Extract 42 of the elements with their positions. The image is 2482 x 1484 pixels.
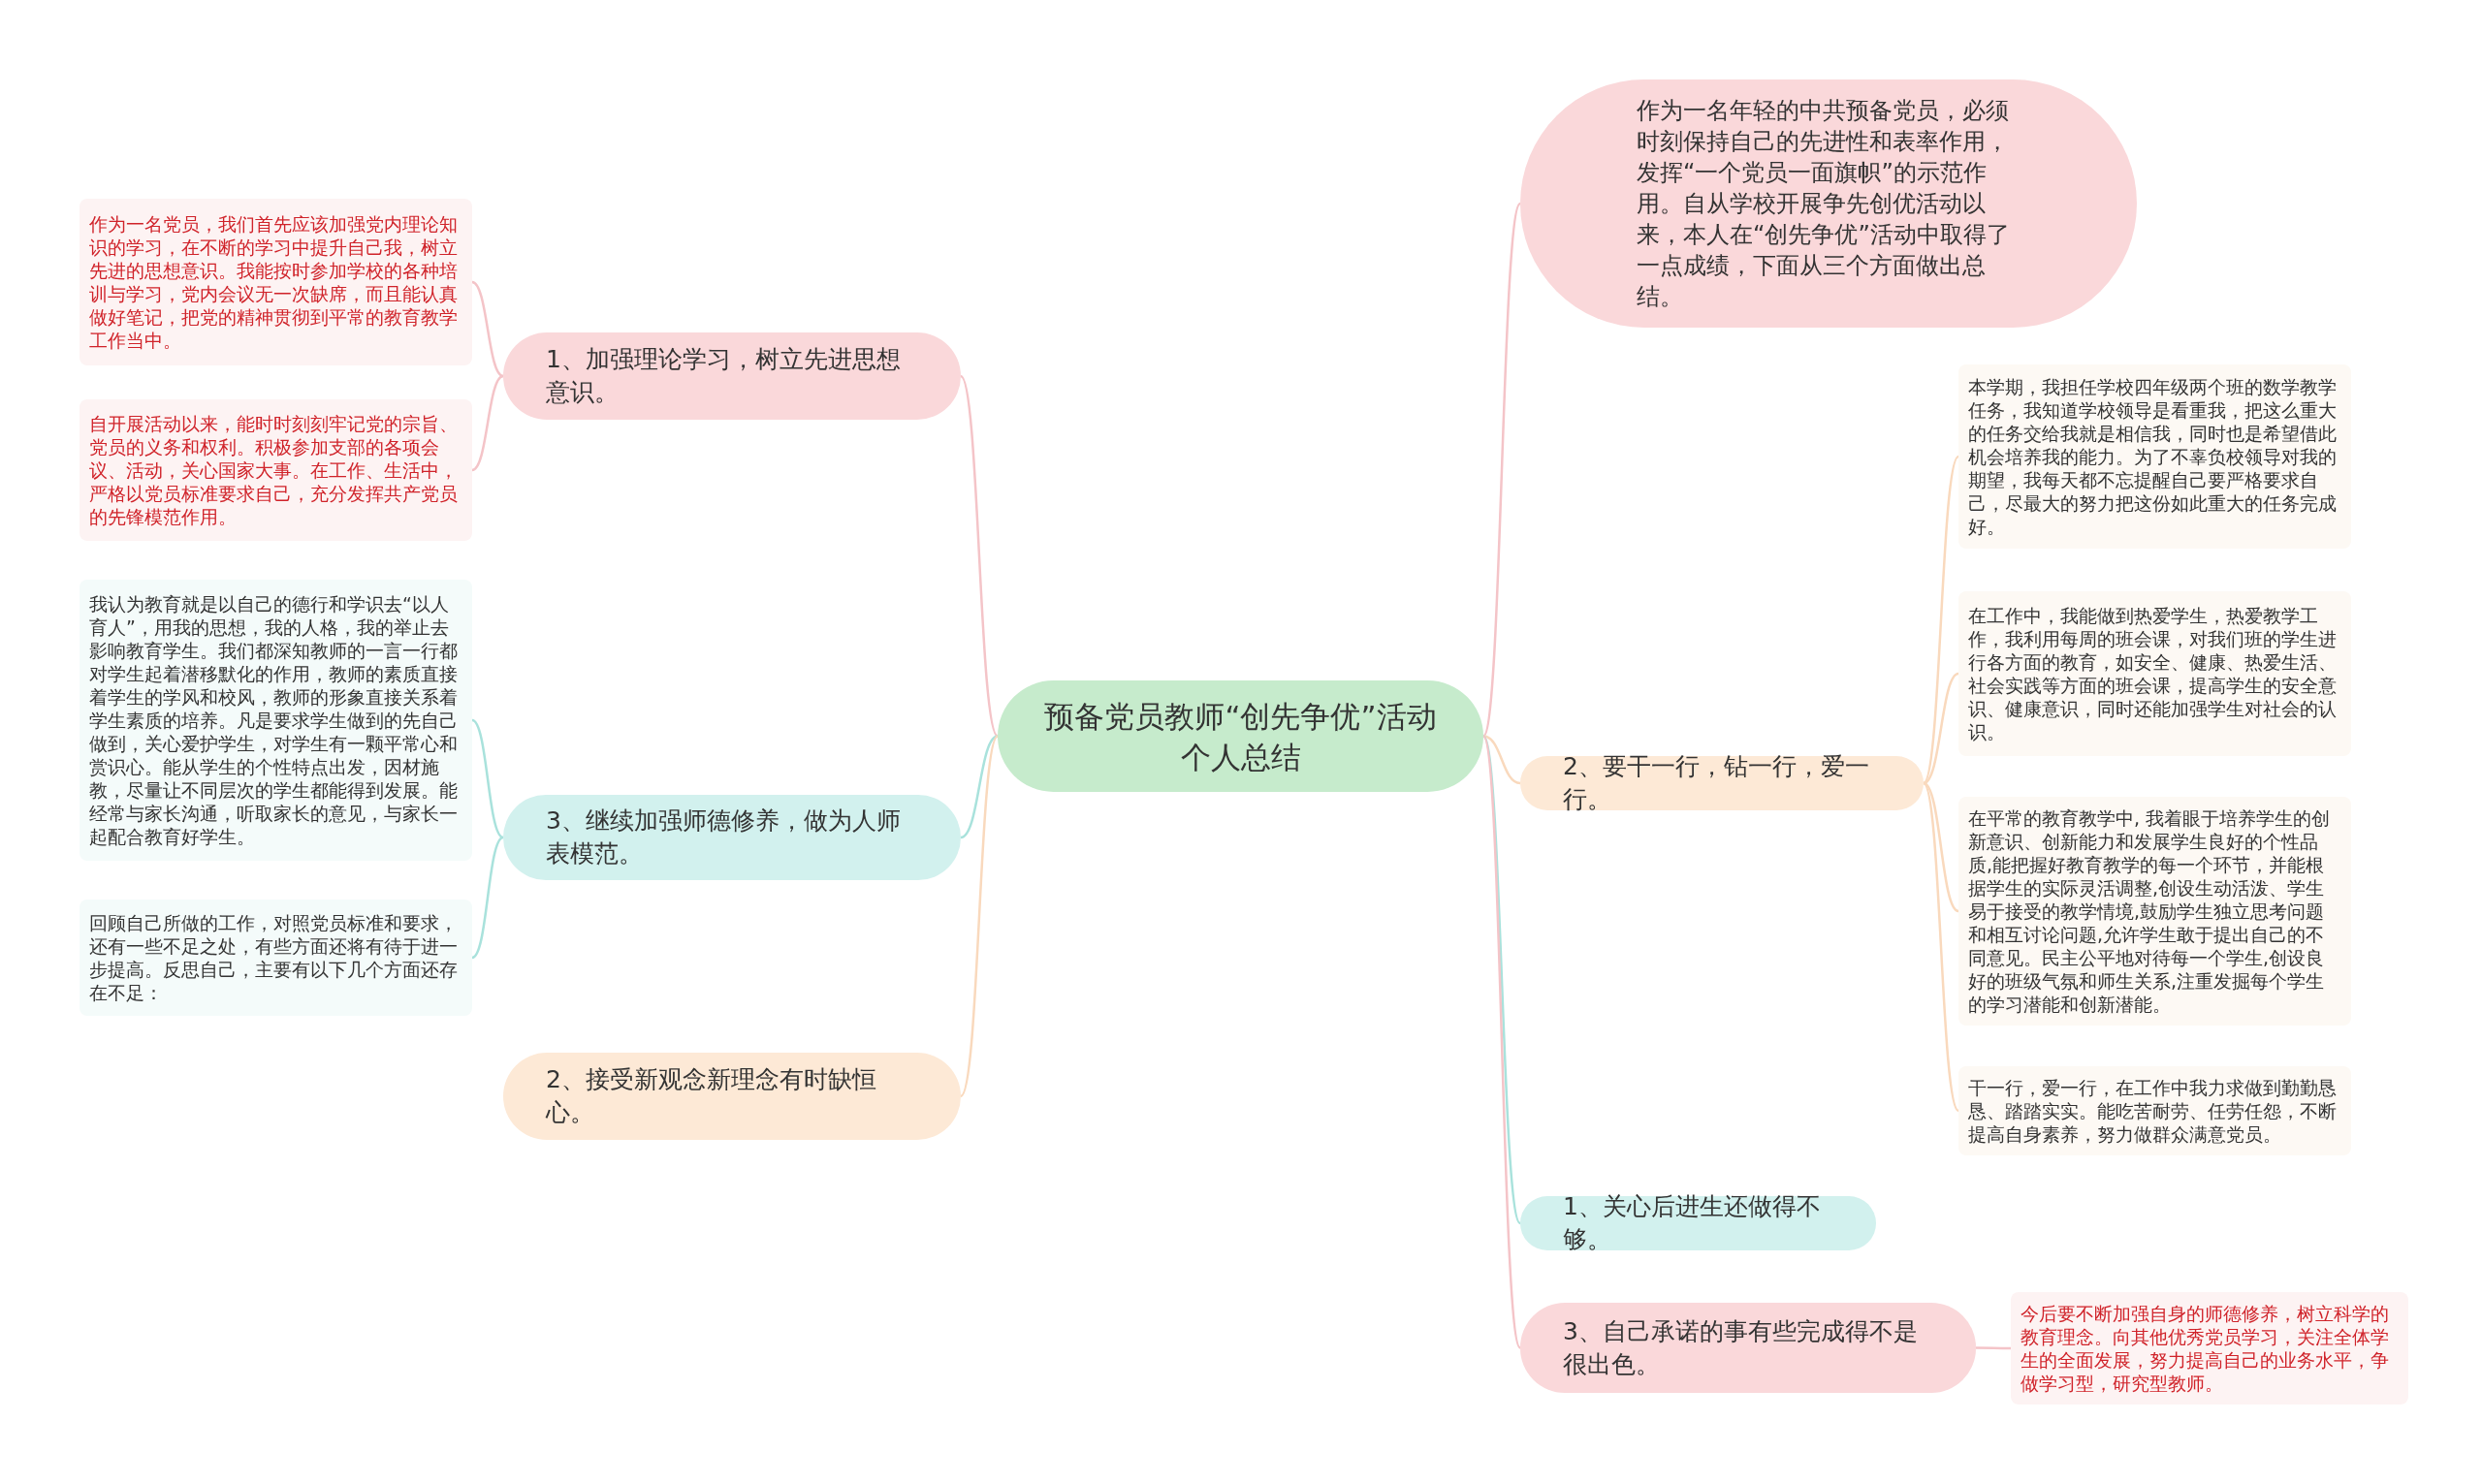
- note-card: [1958, 364, 2351, 549]
- topic-label: 3、继续加强师德修养，做为人师表模范。: [546, 805, 902, 869]
- note-text: 干一行，爱一行，在工作中我力求做到勤勤恳恳、踏踏实实。能吃苦耐劳、任劳任怨，不断提高自身素养，努力做群众满意党员。: [1968, 1076, 2338, 1146]
- topic-title: 预备党员教师“创先争优”活动个人总结: [1043, 697, 1438, 776]
- topic-label: 1、关心后进生还做得不够。: [1563, 1191, 1822, 1255]
- note-text: 本学期，我担任学校四年级两个班的数学教学任务，我知道学校领导是看重我，把这么重大的任务交给我就是相信我，同时也是希望借此机会培养我的能力。为了不辜负校领导对我的期望，我每天都不忘提醒自己要严格要求自己，尽最大的努力把这份如此重大的任务完成好。: [1968, 375, 2338, 538]
- topic-label: 2、要干一行，钻一行，爱一行。: [1563, 751, 1870, 815]
- intro-text: 作为一名年轻的中共预备党员，必须时刻保持自己的先进性和表率作用，发挥“一个党员一面旗帜”的示范作用。自从学校开展争先创优活动以来，本人在“创先争优”活动中取得了一点成绩，下面从三个方面做出总结。: [1637, 96, 2011, 312]
- branch-topic: [1520, 1196, 1876, 1250]
- note-card: [80, 199, 472, 365]
- connector-line: [1923, 672, 1959, 785]
- connector-line: [959, 375, 1000, 738]
- note-text: 自开展活动以来，能时时刻刻牢记党的宗旨、党员的义务和权利。积极参加支部的各项会议、活动，关心国家大事。在工作、生活中，严格以党员标准要求自己，充分发挥共产党员的先锋模范作用。: [89, 412, 459, 528]
- topic-label: 2、接受新观念新理念有时缺恒心。: [546, 1064, 877, 1128]
- connector-line: [471, 374, 504, 472]
- connector-line: [1923, 781, 1959, 913]
- note-text: 今后要不断加强自身的师德修养，树立科学的教育理念。向其他优秀党员学习，关注全体学生的全面发展，努力提高自己的业务水平，争做学习型，研究型教师。: [2021, 1302, 2390, 1395]
- note-text: 在平常的教育教学中, 我着眼于培养学生的创新意识、创新能力和发展学生良好的个性品质,能把握好教育教学的每一个环节，并能根据学生的实际灵活调整,创设生动活泼、学生易于接受的教学情境,鼓励学生独立思考问题和相互讨论问题,允许学生敢于提出自己的不同意见。民主公平地对待每一个学生,创设良好的班级气氛和师生关系,注重发掘每个学生的学习潜能和创新潜能。: [1968, 806, 2332, 1016]
- connector-line: [471, 718, 504, 839]
- note-card: [2011, 1292, 2408, 1405]
- note-card: [80, 900, 472, 1016]
- connector-line: [1922, 456, 1960, 784]
- note-text: 在工作中，我能做到热爱学生，热爱教学工作，我利用每周的班会课，对我们班的学生进行各方面的教育，如安全、健康、热爱生活、社会实践等方面的班会课，提高学生的安全意识、健康意识，同时还能加强学生对社会的认识。: [1968, 604, 2338, 743]
- note-text: 我认为教育就是以自己的德行和学识去“以人育人”，用我的思想，我的人格，我的举止去影响教育学生。我们都深知教师的一言一行都对学生起着潜移默化的作用，教师的素质直接着学生的学风和校风，教师的形象直接关系着学生素质的培养。凡是要求学生做到的先自己做到，关心爱护学生，对学生有一颗平常心和赏识心。能从学生的个性特点出发，因材施教，尽量让不同层次的学生都能得到发展。能经常与家长沟通，听取家长的意见，与家长一起配合教育好学生。: [89, 592, 459, 848]
- connector-line: [1976, 1346, 2011, 1350]
- connector-line: [471, 836, 504, 960]
- topic-label: 1、加强理论学习，树立先进思想意识。: [546, 344, 902, 408]
- note-card: [1958, 1066, 2351, 1155]
- connector-line: [1482, 735, 1521, 785]
- note-card: [80, 399, 472, 541]
- connector-line: [1481, 203, 1522, 737]
- topic-label: 3、自己承诺的事有些完成得不是很出色。: [1563, 1315, 1919, 1380]
- branch-topic: [1520, 756, 1924, 810]
- note-card: [1958, 797, 2351, 1026]
- connector-line: [959, 735, 1000, 1097]
- note-text: 作为一名党员，我们首先应该加强党内理论知识的学习，在不断的学习中提升自己我，树立先进的思想意识。我能按时参加学校的各种培训与学习，党内会议无一次缺席，而且能认真做好笔记，把党的精神贯彻到平常的教育教学工作当中。: [89, 212, 459, 352]
- connector-line: [1481, 736, 1522, 1348]
- note-card: [1958, 591, 2351, 756]
- connector-line: [1922, 782, 1960, 1112]
- connector-line: [960, 735, 999, 839]
- note-text: 回顾自己所做的工作，对照党员标准和要求，还有一些不足之处，有些方面还将有待于进一步提高。反思自己，主要有以下几个方面还存在不足：: [89, 911, 459, 1004]
- connector-line: [471, 280, 504, 378]
